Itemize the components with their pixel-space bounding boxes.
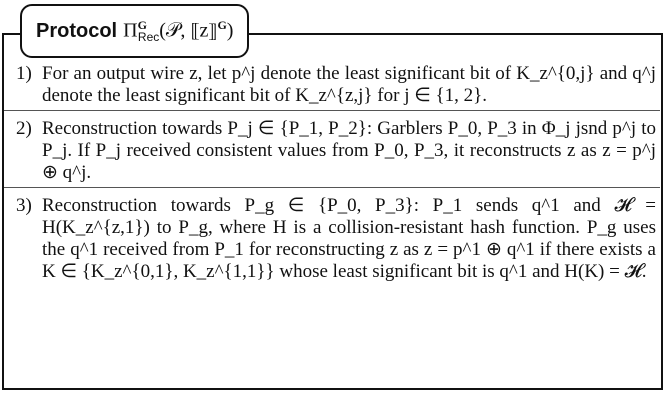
step-number: 1) — [16, 63, 32, 84]
protocol-title-box: Protocol ΠGRec(𝒫, ⟦z⟧G) — [20, 4, 250, 58]
protocol-symbol: Π — [123, 19, 138, 42]
protocol-frame — [2, 33, 663, 390]
protocol-superscript: G — [137, 17, 147, 32]
protocol-args: (𝒫, ⟦z⟧ — [159, 19, 218, 42]
protocol-step: 1) For an output wire z, let p^j denote … — [4, 60, 660, 111]
step-number: 2) — [16, 118, 32, 139]
protocol-args-superscript: G — [217, 17, 227, 32]
protocol-steps: 1) For an output wire z, let p^j denote … — [4, 60, 660, 286]
step-text: For an output wire z, let p^j denote the… — [42, 63, 656, 106]
step-number: 3) — [16, 195, 32, 216]
protocol-step: 3) Reconstruction towards P_g ∈ {P_0, P_… — [4, 188, 660, 286]
protocol-title-math: ΠGRec(𝒫, ⟦z⟧G) — [123, 18, 233, 45]
step-text: Reconstruction towards P_g ∈ {P_0, P_3}:… — [42, 195, 656, 282]
protocol-subscript: Rec — [137, 30, 160, 45]
protocol-close: ) — [226, 19, 234, 42]
protocol-title-label: Protocol — [36, 19, 118, 42]
step-text: Reconstruction towards P_j ∈ {P_1, P_2}:… — [42, 118, 656, 183]
protocol-step: 2) Reconstruction towards P_j ∈ {P_1, P_… — [4, 111, 660, 188]
